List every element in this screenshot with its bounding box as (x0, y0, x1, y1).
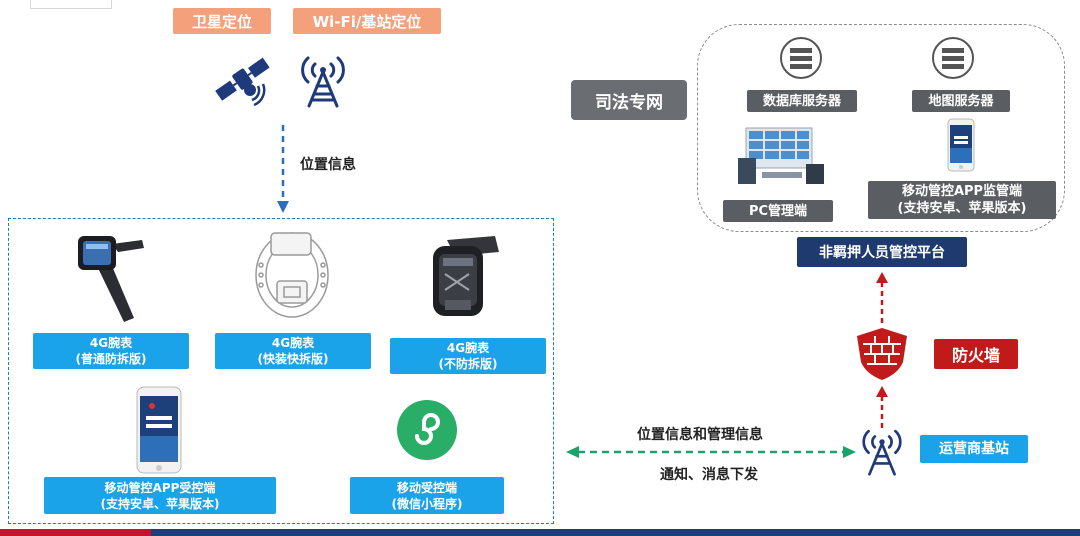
satellite-positioning-label: 卫星定位 (191, 12, 252, 31)
miniprogram-tag: 移动受控端 (微信小程序) (350, 477, 504, 514)
wifi-positioning-label: Wi-Fi/基站定位 (312, 12, 422, 31)
watch-quick-release-image (255, 232, 329, 318)
map-server-label: 地图服务器 (928, 93, 994, 109)
firewall-icon (857, 328, 907, 380)
watch-standard-image (78, 236, 144, 322)
bottom-color-bar (0, 529, 1080, 536)
database-server-tag: 数据库服务器 (747, 90, 857, 112)
judicial-network-cloud (697, 24, 1065, 232)
watch-quick-release-title: 4G腕表 (271, 336, 315, 350)
location-info-label: 位置信息 (300, 157, 356, 173)
app-controlled-subtitle: (支持安卓、苹果版本) (100, 496, 220, 511)
judicial-network-tag: 司法专网 (571, 80, 687, 120)
app-supervisor-tag: 移动管控APP监管端 (支持安卓、苹果版本) (868, 181, 1056, 219)
base-station-label: 运营商基站 (939, 441, 1009, 457)
firewall-tag: 防火墙 (934, 339, 1018, 369)
watch-quick-release-subtitle: (快装快拆版) (257, 352, 329, 366)
phone-controlled-image (136, 386, 182, 474)
watch-standard-subtitle: (普通防拆版) (75, 352, 147, 366)
base-station-tag: 运营商基站 (920, 435, 1028, 463)
location-arrow (277, 125, 289, 213)
comm-bottom-label: 通知、消息下发 (660, 467, 758, 483)
satellite-positioning-tag: 卫星定位 (173, 8, 271, 34)
pc-management-image (738, 127, 824, 184)
app-controlled-tag: 移动管控APP受控端 (支持安卓、苹果版本) (44, 477, 276, 514)
database-server-label: 数据库服务器 (762, 93, 841, 109)
app-supervisor-title: 移动管控APP监管端 (901, 184, 1023, 199)
satellite-icon (215, 57, 270, 107)
miniprogram-title: 移动受控端 (396, 480, 457, 495)
miniprogram-subtitle: (微信小程序) (391, 496, 463, 511)
base-to-firewall-arrow (876, 386, 888, 428)
platform-tag: 非羁押人员管控平台 (797, 237, 967, 267)
map-server-icon (932, 37, 974, 79)
firewall-to-platform-arrow (876, 272, 888, 326)
signal-tower-icon (301, 56, 345, 108)
wifi-positioning-tag: Wi-Fi/基站定位 (293, 8, 441, 34)
judicial-network-label: 司法专网 (595, 92, 663, 113)
watch-non-tamper-title: 4G腕表 (446, 341, 490, 355)
phone-supervisor-image (947, 118, 975, 172)
map-server-tag: 地图服务器 (912, 90, 1010, 112)
watch-standard-title: 4G腕表 (89, 336, 133, 350)
wechat-miniprogram-icon (397, 400, 457, 460)
watch-non-tamper-image (433, 236, 499, 316)
pc-management-tag: PC管理端 (723, 200, 833, 222)
pc-management-label: PC管理端 (748, 203, 808, 219)
bidirectional-link (566, 446, 856, 458)
platform-label: 非羁押人员管控平台 (819, 245, 945, 261)
watch-non-tamper-tag: 4G腕表 (不防拆版) (390, 338, 546, 374)
watch-standard-tag: 4G腕表 (普通防拆版) (33, 333, 189, 369)
firewall-label: 防火墙 (951, 346, 1000, 365)
database-server-icon (780, 37, 822, 79)
app-supervisor-subtitle: (支持安卓、苹果版本) (897, 201, 1027, 216)
app-controlled-title: 移动管控APP受控端 (104, 480, 216, 495)
devices-group (8, 218, 554, 524)
base-station-icon (862, 429, 902, 476)
watch-quick-release-tag: 4G腕表 (快装快拆版) (215, 333, 371, 369)
top-left-frame (30, 0, 112, 9)
watch-non-tamper-subtitle: (不防拆版) (438, 357, 498, 371)
comm-top-label: 位置信息和管理信息 (637, 427, 763, 443)
